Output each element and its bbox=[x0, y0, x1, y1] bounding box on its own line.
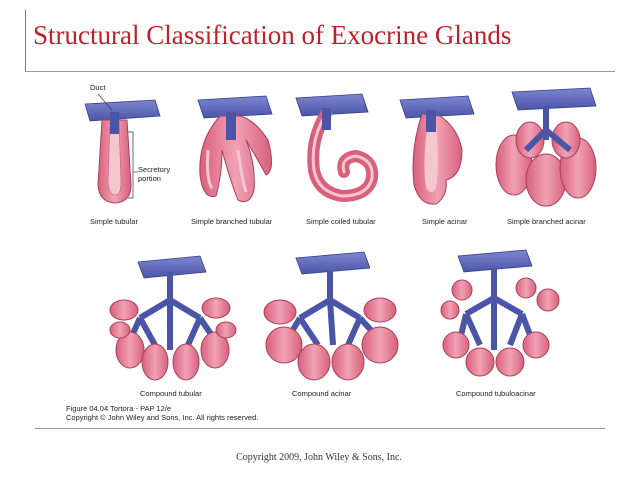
gland-simple-coiled-tubular bbox=[295, 93, 379, 203]
footer-copyright: Copyright 2009, John Wiley & Sons, Inc. bbox=[236, 452, 402, 463]
gland-simple-tubular bbox=[84, 99, 161, 204]
secretory-label-line1: Secretory bbox=[138, 165, 171, 174]
gland-label-compound-tubuloacinar: Compound tubuloacinar bbox=[456, 389, 536, 398]
gland-label-simple-branched-acinar: Simple branched acinar bbox=[507, 217, 586, 226]
gland-simple-branched-acinar bbox=[495, 87, 597, 207]
gland-label-simple-branched-tubular: Simple branched tubular bbox=[191, 217, 273, 226]
gland-compound-tubular bbox=[109, 255, 237, 381]
footer-rule bbox=[35, 428, 605, 429]
gland-label-simple-acinar: Simple acinar bbox=[422, 217, 468, 226]
annotation-lines bbox=[97, 93, 138, 199]
title-left-rule bbox=[25, 10, 26, 72]
gland-label-simple-tubular: Simple tubular bbox=[90, 217, 138, 226]
gland-compound-acinar bbox=[263, 251, 399, 381]
gland-label-compound-acinar: Compound acinar bbox=[292, 389, 352, 398]
secretory-label-line2: portion bbox=[138, 174, 161, 183]
gland-label-compound-tubular: Compound tubular bbox=[140, 389, 202, 398]
title-underline bbox=[25, 71, 615, 72]
gland-simple-branched-tubular bbox=[197, 95, 273, 203]
gland-compound-tubuloacinar bbox=[440, 249, 560, 377]
figure-caption-line2: Copyright © John Wiley and Sons, Inc. Al… bbox=[66, 413, 259, 422]
figure-caption-line1: Figure 04.04 Tortora - PAP 12/e bbox=[66, 404, 172, 413]
gland-simple-acinar bbox=[399, 95, 475, 205]
page-title: Structural Classification of Exocrine Gl… bbox=[33, 20, 512, 50]
gland-label-simple-coiled-tubular: Simple coiled tubular bbox=[306, 217, 376, 226]
duct-label: Duct bbox=[90, 83, 106, 92]
